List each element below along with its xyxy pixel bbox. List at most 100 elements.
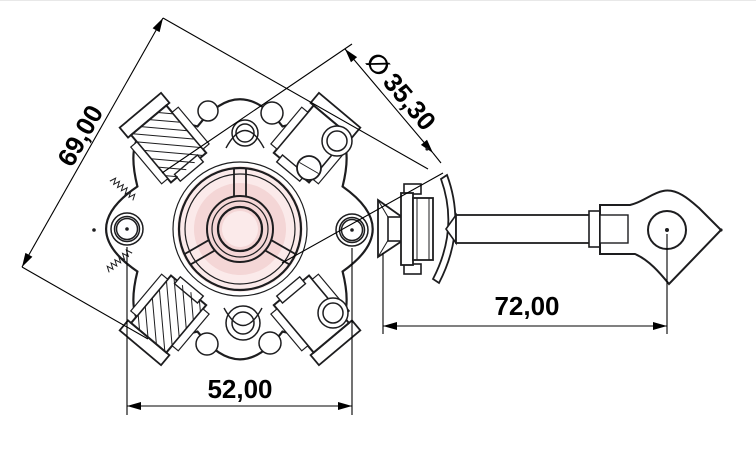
- dim-diameter-label: ∅35,30: [360, 46, 443, 136]
- hatch-line: [173, 278, 180, 338]
- flange-disc-large: [412, 197, 434, 261]
- shaft-assembly: [377, 173, 601, 285]
- brush-box-rail: [171, 308, 210, 352]
- bolt-hole: [197, 100, 219, 122]
- arrowhead: [653, 322, 667, 330]
- arrowhead: [152, 18, 163, 33]
- brush-box-lower-left: [118, 273, 210, 367]
- arrowhead: [383, 322, 397, 330]
- spoke-edge: [271, 239, 297, 256]
- brush-face: [173, 275, 205, 304]
- logo-watermark: [177, 166, 303, 292]
- dim-dia-tangent-line: [161, 43, 353, 174]
- bolt-hole: [235, 123, 255, 143]
- hatch-line: [143, 149, 204, 157]
- spoke-edge: [265, 249, 291, 266]
- dim-dia-tangent-line: [281, 172, 444, 264]
- dimension-52: 52,00: [126, 247, 353, 415]
- hub-ring: [211, 200, 269, 258]
- spoke-edge: [183, 239, 209, 256]
- dim-dia-overshoot: [432, 152, 442, 164]
- arrowhead: [127, 402, 141, 410]
- dimension-annotations: 69,00 ∅35,30 72,00 52,00: [21, 17, 668, 415]
- hub-ring: [216, 205, 264, 253]
- hatch-line: [132, 133, 195, 140]
- top-bracket-arc: [225, 130, 265, 149]
- hatch-line: [144, 306, 149, 338]
- hatch-line: [149, 119, 181, 123]
- extension-end-mark: [425, 147, 429, 151]
- brush-face: [275, 275, 307, 304]
- dim-dia-line: [344, 48, 434, 154]
- hatch-line: [141, 126, 188, 132]
- spoke-edge: [189, 249, 215, 266]
- left-hole-center-mark: [125, 227, 129, 231]
- terminal-tip-mark: [719, 228, 723, 232]
- hatch-line: [158, 166, 187, 171]
- hub-ring: [172, 161, 308, 297]
- hub-ring: [177, 166, 303, 292]
- spring-zigzag: [109, 177, 136, 201]
- eyelet-center-mark: [665, 228, 669, 232]
- crimp-step: [588, 210, 601, 248]
- dim-52-label: 52,00: [207, 374, 272, 404]
- hatch-line: [190, 292, 194, 321]
- arrowhead: [420, 139, 433, 153]
- hub-ring: [184, 173, 296, 285]
- curved-washer: [431, 173, 457, 285]
- dim-72-label: 72,00: [494, 291, 559, 321]
- dim-69-extension-line: [162, 17, 429, 170]
- shaft-rod: [455, 214, 591, 244]
- bolt-hole: [260, 101, 284, 125]
- plate-edge-mark: [92, 228, 96, 232]
- screw-slot: [299, 162, 319, 174]
- hatch-line: [137, 314, 141, 331]
- dimension-72: 72,00: [382, 234, 668, 334]
- hatch-line: [181, 285, 187, 329]
- hatch-line: [157, 112, 174, 115]
- brush-spring-comb: [109, 177, 136, 201]
- brush-box-rail: [270, 106, 309, 150]
- center-hub: [172, 161, 308, 297]
- lug-brackets: [223, 130, 265, 326]
- terminal-crimp-barrel: [599, 214, 629, 244]
- brush-box-rail: [129, 273, 169, 317]
- mounting-lugs-and-holes: [110, 100, 369, 356]
- brush-boxes: [106, 91, 362, 367]
- dim-69-extension-line: [21, 266, 149, 340]
- brush-box-rail: [270, 308, 309, 352]
- hub-spoke: [183, 239, 215, 266]
- hatch-line: [198, 299, 201, 313]
- dim-69-line: [21, 17, 164, 268]
- brush-face: [173, 154, 205, 183]
- hatch-line: [158, 289, 166, 352]
- shaft-stub: [387, 216, 403, 242]
- bolt-hole: [322, 302, 344, 324]
- hatch-line: [136, 141, 202, 149]
- hub-ring: [206, 195, 274, 263]
- hatch-line: [165, 175, 178, 178]
- hub-spoke: [233, 168, 247, 196]
- dim-69-label: 69,00: [51, 100, 109, 171]
- brush-box-rail: [129, 141, 169, 185]
- bolt-hole: [231, 311, 255, 335]
- arrowhead: [22, 252, 33, 267]
- flange-disc-small: [400, 192, 414, 266]
- bolt-hole: [195, 332, 219, 356]
- arrowhead: [345, 49, 358, 63]
- brush-spring-comb: [106, 249, 133, 273]
- watermark-group: [177, 166, 303, 292]
- hub-spoke: [265, 239, 297, 266]
- right-hole-center-mark: [350, 228, 354, 232]
- hatch-line: [151, 297, 157, 345]
- hatch-line: [150, 158, 195, 164]
- bottom-bracket-arc: [223, 307, 263, 326]
- ring-terminal: [599, 189, 723, 286]
- brush-box-rail: [171, 106, 210, 150]
- bolt-hole: [258, 331, 282, 355]
- dimension-arrowheads: [22, 18, 667, 410]
- spring-zigzag: [106, 249, 133, 273]
- hatch-line: [165, 280, 173, 346]
